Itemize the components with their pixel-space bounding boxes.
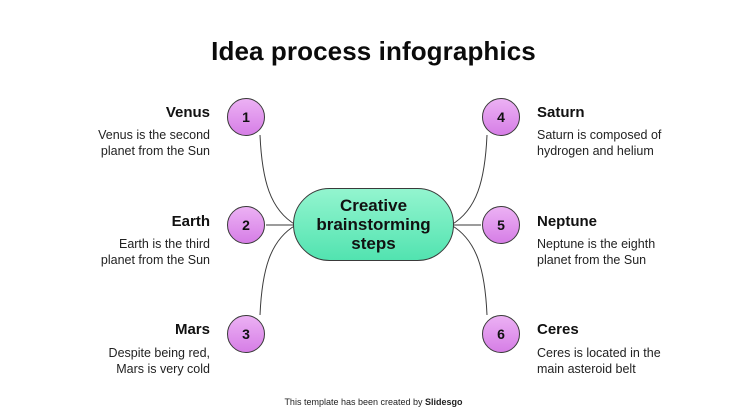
item-desc-ceres: Ceres is located in the main asteroid be… — [537, 345, 737, 377]
item-desc-earth: Earth is the third planet from the Sun — [10, 236, 210, 268]
connector-6 — [450, 224, 488, 316]
step-2-circle: 2 — [227, 206, 265, 244]
item-desc-neptune: Neptune is the eighth planet from the Su… — [537, 236, 737, 268]
connector-3 — [259, 224, 297, 316]
center-node: Creative brainstorming steps — [293, 188, 454, 261]
item-title-venus: Venus — [165, 104, 210, 121]
footer-text: This template has been created by — [284, 397, 423, 407]
desc-line: Mars is very cold — [116, 362, 210, 376]
item-title-ceres: Ceres — [537, 321, 579, 338]
step-6-circle: 6 — [482, 315, 520, 353]
desc-line: hydrogen and helium — [537, 144, 654, 158]
center-line-1: Creative — [339, 196, 408, 215]
desc-line: main asteroid belt — [537, 362, 636, 376]
item-desc-saturn: Saturn is composed of hydrogen and heliu… — [537, 127, 737, 159]
center-line-2: brainstorming — [316, 215, 431, 234]
step-4-circle: 4 — [482, 98, 520, 136]
footer-credit: This template has been created by Slides… — [0, 397, 747, 407]
item-title-mars: Mars — [174, 321, 210, 338]
desc-line: planet from the Sun — [537, 253, 647, 267]
footer-brand-link[interactable]: Slidesgo — [425, 397, 463, 407]
desc-line: Saturn is composed of — [537, 128, 662, 142]
step-3-circle: 3 — [227, 315, 265, 353]
desc-line: Venus is the second — [98, 128, 210, 142]
item-title-neptune: Neptune — [537, 213, 597, 230]
item-title-earth: Earth — [171, 213, 210, 230]
item-title-saturn: Saturn — [537, 104, 585, 121]
desc-line: planet from the Sun — [100, 144, 210, 158]
desc-line: Neptune is the eighth — [537, 237, 656, 251]
desc-line: Earth is the third — [118, 237, 210, 251]
desc-line: planet from the Sun — [100, 253, 210, 267]
connector-1 — [259, 134, 297, 226]
center-line-3: steps — [351, 234, 396, 253]
item-desc-mars: Despite being red, Mars is very cold — [10, 345, 210, 377]
connector-4 — [450, 134, 488, 226]
page-title: Idea process infographics — [211, 36, 536, 66]
step-5-circle: 5 — [482, 206, 520, 244]
step-1-circle: 1 — [227, 98, 265, 136]
desc-line: Ceres is located in the — [537, 346, 661, 360]
item-desc-venus: Venus is the second planet from the Sun — [10, 127, 210, 159]
desc-line: Despite being red, — [108, 346, 210, 360]
